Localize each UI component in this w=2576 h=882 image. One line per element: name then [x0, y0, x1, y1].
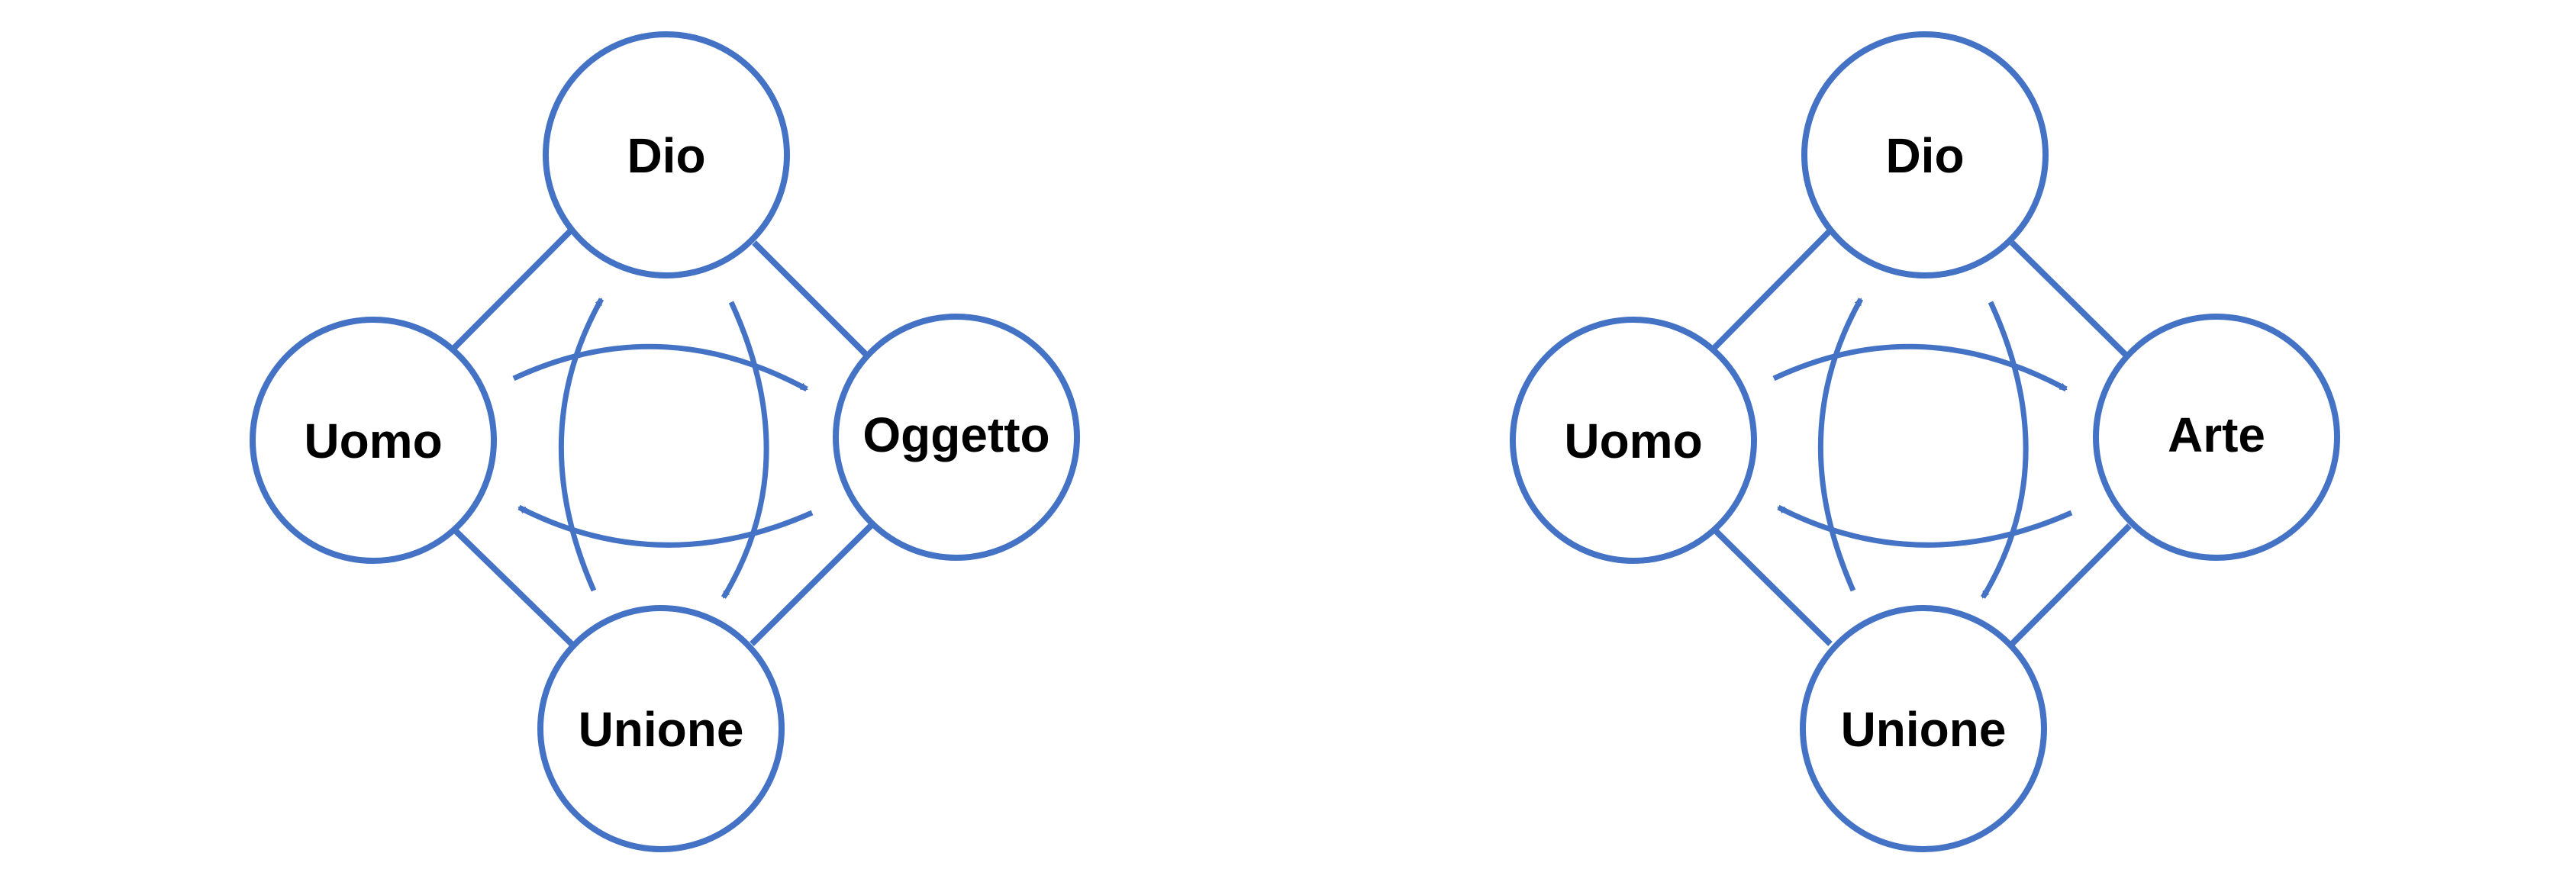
edge-right-bottom: [2010, 523, 2132, 646]
node-top: Dio: [543, 31, 790, 278]
node-label-bottom: Unione: [579, 702, 744, 757]
edge-top-right: [2010, 240, 2128, 357]
edge-top-left: [1710, 228, 1833, 352]
node-label-top: Dio: [1885, 128, 1964, 183]
node-label-right: Oggetto: [862, 407, 1049, 462]
diagram-2: Dio Uomo Arte Unione: [1510, 31, 2340, 852]
flow-arrow-to-right: [512, 343, 808, 392]
node-label-left: Uomo: [304, 414, 442, 468]
diagram-2-edges: [1710, 228, 2132, 646]
diagram-1-flows: [512, 298, 814, 599]
flow-arrow-to-bottom: [1981, 301, 2029, 599]
edge-left-bottom: [450, 526, 574, 646]
node-left: Uomo: [250, 317, 497, 564]
flow-arrow-to-top: [558, 298, 605, 592]
node-bottom: Unione: [537, 605, 785, 852]
edge-right-bottom: [750, 523, 873, 646]
flow-arrow-to-bottom: [721, 301, 769, 599]
node-left: Uomo: [1510, 317, 1757, 564]
edge-top-left: [450, 228, 573, 352]
flow-arrow-to-left: [517, 504, 814, 548]
node-label-left: Uomo: [1564, 414, 1702, 468]
diagram-2-flows: [1772, 298, 2073, 599]
node-label-top: Dio: [627, 128, 705, 183]
diagram-1: Dio Uomo Oggetto Unione: [250, 31, 1080, 852]
edge-top-right: [752, 240, 869, 357]
node-label-right: Arte: [2168, 407, 2265, 462]
node-right: Arte: [2093, 314, 2340, 561]
flow-arrow-to-top: [1817, 298, 1864, 592]
flow-arrow-to-right: [1772, 343, 2068, 392]
node-bottom: Unione: [1800, 605, 2047, 852]
diagram-1-edges: [450, 228, 873, 646]
flow-arrow-to-left: [1777, 504, 2073, 548]
node-label-bottom: Unione: [1841, 702, 2007, 757]
edge-left-bottom: [1710, 526, 1833, 646]
node-right: Oggetto: [833, 314, 1080, 561]
node-top: Dio: [1801, 31, 2049, 278]
